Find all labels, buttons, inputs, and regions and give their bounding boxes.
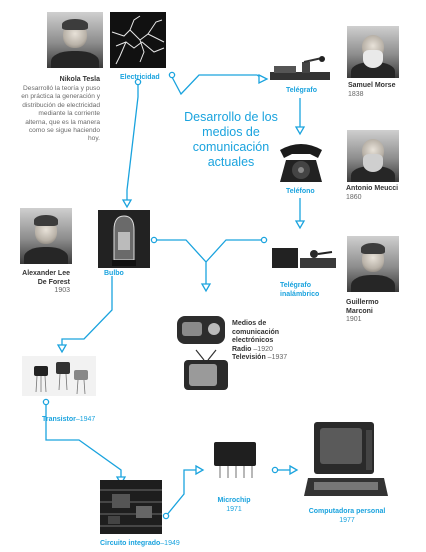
meucci-caption: Antonio Meucci 1860 <box>346 185 406 202</box>
label-telegrafo: Telégrafo <box>286 87 317 94</box>
marconi-portrait <box>347 236 399 292</box>
arrow-medios <box>200 283 212 293</box>
marconi-name: Guillermo Marconi <box>346 299 379 315</box>
deforest-year: 1903 <box>54 287 70 294</box>
wireless-telegraph-image <box>270 242 338 272</box>
tesla-description: Desarrolló la teoría y puso en práctica … <box>21 85 100 143</box>
television-label: Televisión <box>232 354 266 361</box>
computer-image <box>304 420 390 502</box>
node-dot-circuito <box>162 512 170 520</box>
node-dot-electricidad-left <box>134 78 142 86</box>
circuito-year: –1949 <box>160 540 180 547</box>
arrow-telefono <box>294 126 306 136</box>
telephone-image <box>276 136 326 186</box>
microchip-year: 1971 <box>226 505 242 513</box>
connector-electricidad-telegrafo <box>171 74 264 96</box>
connector-circuito-microchip <box>165 469 196 517</box>
connector-transistor-circuito <box>45 402 122 477</box>
connector-electricidad-bulbo <box>126 82 139 200</box>
tesla-name: Nikola Tesla <box>59 76 100 83</box>
electricity-image <box>110 12 166 68</box>
tesla-portrait <box>47 12 103 68</box>
arrow-computadora <box>289 464 299 476</box>
computadora-label: Computadora personal <box>308 508 386 515</box>
transistor-caption: Transistor–1947 <box>42 416 95 425</box>
arrow-telegrafo <box>258 73 269 85</box>
morse-year: 1838 <box>348 90 364 98</box>
circuito-caption: Circuito integrado–1949 <box>100 540 180 549</box>
morse-caption: Samuel Morse 1838 <box>348 82 408 99</box>
node-dot-inalambrico <box>260 236 268 244</box>
label-telefono: Teléfono <box>286 188 315 195</box>
transistor-image <box>22 356 96 396</box>
arrow-transistor <box>56 344 68 354</box>
computadora-year: 1977 <box>339 516 355 524</box>
arrow-microchip <box>195 464 205 476</box>
telegraph-image <box>268 56 332 82</box>
microchip-caption: Microchip 1971 <box>214 497 254 514</box>
deforest-caption: Alexander Lee De Forest 1903 <box>14 270 70 296</box>
electronic-media-caption: Medios de comunicación electrónicos Radi… <box>232 320 312 363</box>
radio-label: Radio <box>232 345 252 353</box>
arrow-inalambrico <box>294 220 306 230</box>
connector-bulbo-medios <box>156 239 207 284</box>
marconi-caption: Guillermo Marconi 1901 <box>346 299 406 325</box>
electronic-media-heading: Medios de comunicación electrónicos <box>232 320 280 344</box>
transistor-label: Transistor <box>42 416 76 423</box>
microchip-label: Microchip <box>217 497 251 504</box>
deforest-portrait <box>20 208 72 264</box>
node-dot-transistor <box>42 398 50 406</box>
radio-year: –1920 <box>253 345 273 353</box>
page-title: Desarrollo de los medios de comunicación… <box>184 110 278 169</box>
node-dot-microchip <box>271 466 279 474</box>
circuito-label: Circuito integrado <box>100 540 161 547</box>
television-image <box>182 348 230 396</box>
node-dot-bulbo <box>150 236 158 244</box>
transistor-year: –1947 <box>75 416 96 423</box>
radio-image <box>176 314 226 346</box>
deforest-name: Alexander Lee De Forest <box>22 270 70 286</box>
label-bulbo: Bulbo <box>104 270 124 277</box>
morse-portrait <box>347 26 399 78</box>
meucci-year: 1860 <box>346 193 362 201</box>
connector-bulbo-transistor <box>61 276 113 345</box>
arrow-bulbo <box>121 199 133 209</box>
morse-name: Samuel Morse <box>348 82 396 89</box>
node-dot-electricidad <box>168 71 176 79</box>
vacuum-tube-image <box>98 210 150 268</box>
label-electricidad: Electricidad <box>120 74 160 81</box>
marconi-year: 1901 <box>346 316 362 323</box>
television-year: –1937 <box>267 354 288 361</box>
meucci-name: Antonio Meucci <box>346 185 399 192</box>
circuit-board-image <box>100 480 162 534</box>
microchip-image <box>204 436 266 484</box>
connector-inalambrico-medios <box>205 239 264 263</box>
computadora-caption: Computadora personal 1977 <box>300 508 394 525</box>
label-telegrafo-inalambrico: Telégrafo inalámbrico <box>280 282 320 298</box>
meucci-portrait <box>347 130 399 182</box>
